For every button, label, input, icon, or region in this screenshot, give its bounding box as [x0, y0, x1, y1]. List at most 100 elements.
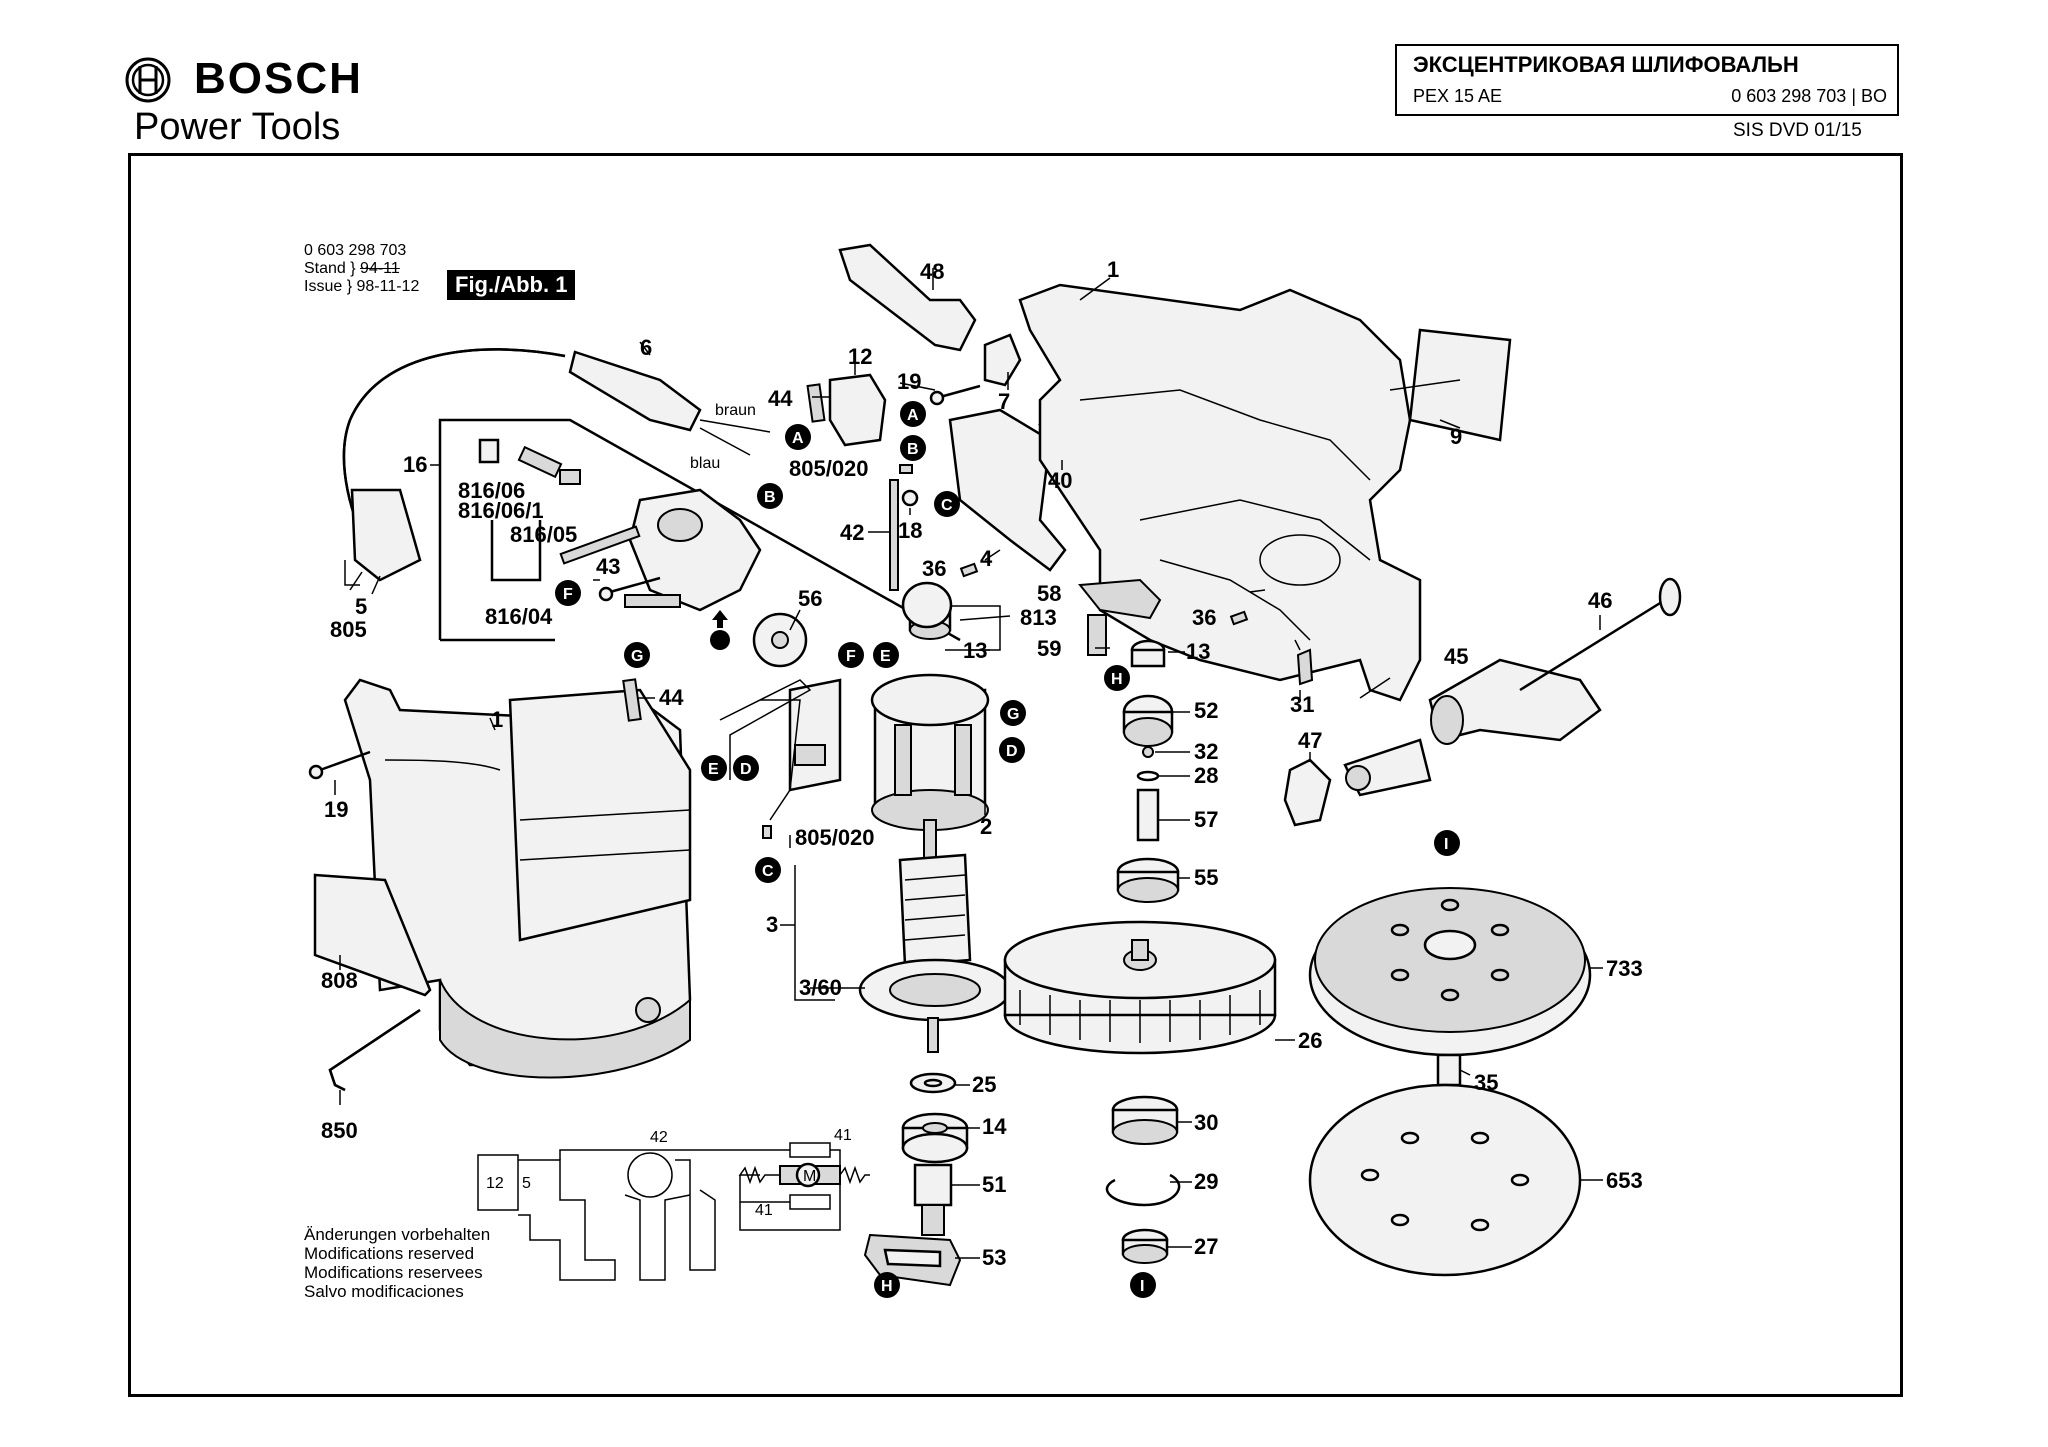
label-53: 53 — [982, 1245, 1006, 1270]
label-816-06-1: 816/06/1 — [458, 498, 544, 523]
label-27: 27 — [1194, 1234, 1218, 1259]
marker-D-1: D — [733, 755, 759, 781]
pin-36-right — [1229, 610, 1249, 626]
label-2: 2 — [980, 814, 992, 839]
arrow-up-icon — [712, 610, 728, 628]
svg-text:H: H — [881, 1278, 893, 1295]
label-3: 3 — [766, 912, 778, 937]
marker-C-1: C — [934, 491, 960, 517]
label-46: 46 — [1588, 588, 1612, 613]
svg-text:E: E — [708, 761, 719, 778]
label-57: 57 — [1194, 807, 1218, 832]
label-5: 5 — [355, 594, 367, 619]
label-18: 18 — [898, 518, 922, 543]
svg-text:B: B — [907, 441, 919, 458]
clip-44-left — [622, 678, 642, 722]
marker-B-2: B — [900, 435, 926, 461]
label-7: 7 — [998, 389, 1010, 414]
power-cable — [342, 348, 702, 595]
marker-I-2: I — [1130, 1272, 1156, 1298]
connection-markers: A A B B C C D D E E F F G G H H I I — [555, 401, 1460, 1298]
marker-H-2: H — [874, 1272, 900, 1298]
label-13-left: 13 — [963, 638, 987, 663]
screw-18 — [901, 489, 919, 507]
svg-text:I: I — [1140, 1278, 1144, 1295]
label-816-05: 816/05 — [510, 522, 577, 547]
mod-line-de: Änderungen vorbehalten — [304, 1225, 491, 1244]
knob-47 — [1283, 738, 1432, 827]
label-59: 59 — [1037, 636, 1061, 661]
marker-blank — [710, 630, 730, 650]
svg-text:G: G — [1007, 706, 1019, 723]
stator-2 — [870, 673, 990, 831]
label-808: 808 — [321, 968, 358, 993]
svg-text:H: H — [1111, 671, 1123, 688]
pin-36-left — [959, 562, 979, 578]
label-36-left: 36 — [922, 556, 946, 581]
label-36-right: 36 — [1192, 605, 1216, 630]
label-13-right: 13 — [1186, 639, 1210, 664]
bosch-armature-icon — [125, 57, 171, 103]
shaft-57 — [1136, 788, 1160, 842]
issue-label: Issue — [304, 278, 343, 295]
svg-text:C: C — [762, 863, 774, 880]
clip-31 — [1296, 648, 1314, 686]
marker-G-2: G — [1000, 700, 1026, 726]
svg-text:G: G — [631, 648, 643, 665]
issue-value: 98-11-12 — [356, 278, 420, 295]
product-title: ЭКСЦЕНТРИКОВАЯ ШЛИФОВАЛЬН — [1413, 52, 1799, 77]
bracket-16 — [438, 418, 961, 642]
label-52: 52 — [1194, 698, 1218, 723]
pin-805020-b — [762, 825, 772, 839]
label-40: 40 — [1048, 468, 1072, 493]
stand-value: 94-11 — [360, 260, 400, 277]
schematic-41-top: 41 — [834, 1127, 852, 1144]
armature-3 — [858, 819, 1012, 1053]
label-4: 4 — [980, 546, 993, 571]
label-56: 56 — [798, 586, 822, 611]
bearing-55 — [1116, 857, 1180, 903]
ball-32 — [1142, 746, 1154, 758]
gear-52 — [1122, 694, 1174, 747]
washer-28 — [1136, 770, 1160, 782]
label-1-left: 1 — [491, 707, 503, 732]
pin-805020-a — [899, 464, 913, 474]
mod-line-fr: Modifications reservees — [304, 1263, 483, 1282]
label-35: 35 — [1474, 1070, 1498, 1095]
drawing-number: 0 603 298 703 — [304, 242, 407, 259]
label-816-04: 816/04 — [485, 604, 553, 629]
svg-text:A: A — [792, 430, 804, 447]
wire-blau-label: blau — [690, 455, 720, 472]
schematic-12: 12 — [486, 1175, 504, 1192]
gear-56 — [752, 612, 808, 668]
retaining-ring-29 — [1105, 1173, 1181, 1207]
stand-label: Stand — [304, 260, 346, 277]
marker-A-2: A — [900, 401, 926, 427]
label-9: 9 — [1450, 424, 1462, 449]
nut-27 — [1121, 1228, 1169, 1264]
svg-text:B: B — [764, 489, 776, 506]
knob-813 — [901, 581, 953, 629]
label-48: 48 — [920, 259, 944, 284]
marker-G-1: G — [624, 642, 650, 668]
label-43: 43 — [596, 554, 620, 579]
drawing-frame — [128, 153, 1903, 1397]
label-6: 6 — [640, 335, 652, 360]
cable-wires: braun blau — [690, 402, 771, 472]
label-850: 850 — [321, 1118, 358, 1143]
schematic-41-bottom: 41 — [755, 1202, 773, 1219]
part-7 — [929, 333, 1022, 406]
svg-text:I: I — [1444, 836, 1448, 853]
label-30: 30 — [1194, 1110, 1218, 1135]
schematic-motor: M — [803, 1168, 816, 1185]
mod-line-es: Salvo modificaciones — [304, 1282, 464, 1301]
brand-name: BOSCH — [194, 54, 363, 103]
label-25: 25 — [972, 1072, 996, 1097]
label-sheet-9 — [1408, 328, 1512, 442]
label-26: 26 — [1298, 1028, 1322, 1053]
label-19-left: 19 — [324, 797, 348, 822]
label-28: 28 — [1194, 763, 1218, 788]
part-labels: 1 1 2 3 3/60 4 5 6 7 9 12 13 13 14 16 18… — [321, 257, 1643, 1270]
schematic-42: 42 — [650, 1129, 668, 1146]
